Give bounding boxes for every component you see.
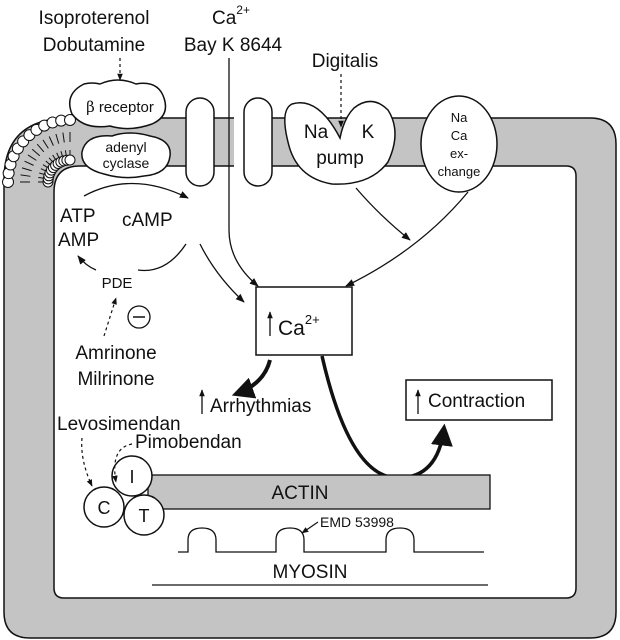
actin-filament [147, 474, 491, 510]
arrow-atp-to-camp [83, 182, 189, 199]
label-troponin-i: I [129, 467, 134, 487]
label-dobutamine: Dobutamine [43, 35, 145, 56]
label-troponin-c: C [98, 498, 111, 518]
lipid-head [64, 154, 76, 166]
label-pump: pump [316, 148, 364, 169]
calcium-box [255, 286, 353, 356]
label-calcium-box: Ca2+ [278, 312, 320, 340]
ca-channel-left [185, 97, 215, 187]
label-troponin-t: T [139, 506, 150, 526]
beta-receptor [69, 79, 167, 130]
lipid-tail [62, 132, 65, 143]
label-pump-k: K [362, 122, 375, 143]
label-adenyl: adenyl [105, 139, 146, 155]
label-calcium: Ca2+ [212, 3, 250, 29]
ca-channel-right [243, 97, 273, 187]
arrow-calcium-to-arrhythmias [231, 359, 272, 399]
label-pump-na: Na [304, 122, 329, 143]
label-levosimendan: Levosimendan [57, 414, 181, 435]
label-emd-53998: EMD 53998 [320, 514, 394, 530]
label-exchanger-ex: ex- [450, 146, 468, 161]
lipid-tail [27, 154, 37, 161]
arrow-camp-to-pde [137, 243, 187, 272]
label-camp: cAMP [122, 210, 173, 231]
lipid-tail [20, 174, 31, 177]
arrow-camp-to-calcium [199, 243, 245, 303]
arrow-pimobendan [112, 443, 133, 483]
label-pimobendan: Pimobendan [135, 432, 242, 453]
label-amp: AMP [58, 230, 99, 251]
lipid-tail [21, 167, 32, 172]
na-ca-exchanger [420, 95, 498, 193]
arrow-exchanger-to-calcium [345, 191, 469, 287]
arrow-emd-to-myosin [301, 521, 319, 534]
adenyl-cyclase [81, 132, 171, 179]
label-exchanger-ca: Ca [451, 128, 468, 143]
label-arrhythmias: Arrhythmias [210, 396, 311, 417]
label-isoproterenol: Isoproterenol [39, 8, 150, 29]
lipid-tail [42, 139, 49, 149]
label-actin: ACTIN [272, 483, 329, 504]
lipid-tail [24, 160, 34, 166]
label-exchanger-na: Na [451, 110, 468, 125]
lipid-tail [36, 143, 45, 153]
na-k-pump [284, 100, 396, 185]
label-contraction: Contraction [428, 391, 525, 412]
arrow-pump-to-exchange [355, 187, 411, 241]
troponin-c [83, 486, 125, 528]
arrow-levosimendan [81, 437, 93, 487]
contraction-box [405, 379, 553, 421]
lipid-tail [31, 148, 41, 157]
label-myosin: MYOSIN [273, 562, 348, 583]
lipid-head [64, 114, 76, 126]
label-atp: ATP [60, 206, 96, 227]
arrow-ca-influx [228, 58, 259, 287]
myosin-filament [178, 527, 484, 553]
label-digitalis: Digitalis [312, 51, 379, 72]
troponin-t [123, 494, 165, 536]
label-exchanger-change: change [438, 164, 481, 179]
cell-membrane [3, 117, 617, 639]
label-milrinone: Milrinone [77, 369, 154, 390]
arrow-pde-to-amp [77, 255, 97, 271]
label-amrinone: Amrinone [75, 343, 156, 364]
label-cyclase: cyclase [103, 155, 150, 171]
lipid-tail [48, 136, 54, 146]
arrow-amrinone-to-pde [103, 297, 117, 337]
troponin-i [111, 455, 153, 497]
label-bay-k-8644: Bay K 8644 [184, 35, 283, 56]
phospholipid-bilayer [2, 114, 76, 188]
label-pde: PDE [102, 275, 133, 292]
lipid-tail [55, 133, 60, 144]
